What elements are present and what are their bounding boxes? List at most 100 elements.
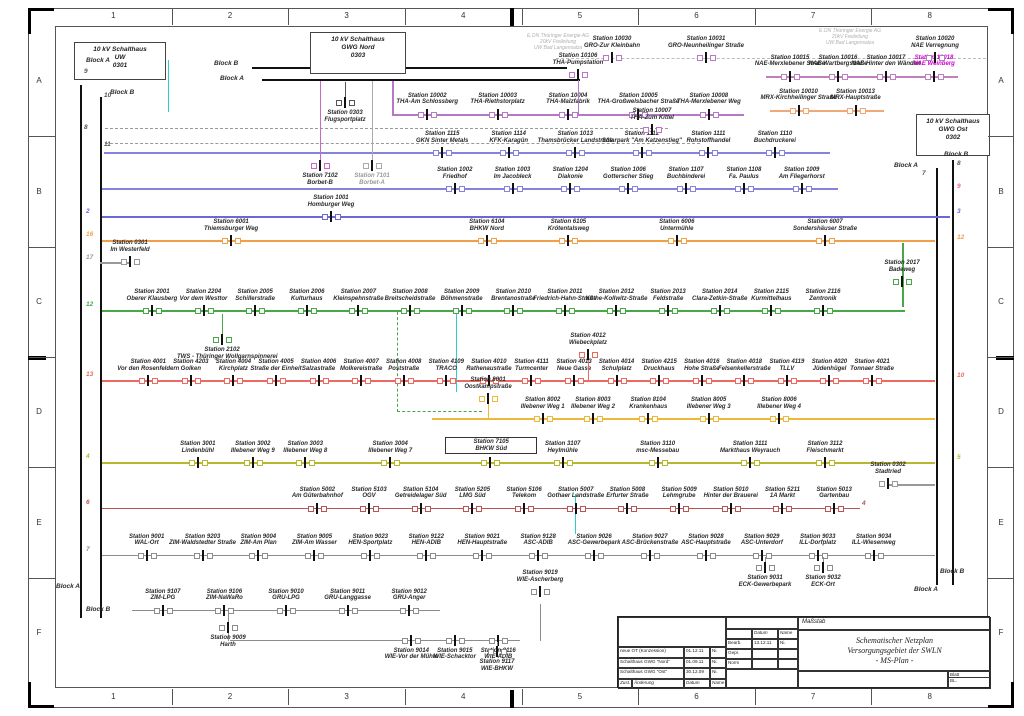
station-9128-busbar-tick bbox=[537, 549, 540, 561]
station-2204-busbar-tick bbox=[202, 304, 205, 316]
grid-row-label-D: D bbox=[998, 407, 1004, 417]
station-9032-switch-icon bbox=[827, 565, 833, 571]
bus-block-label: Block B bbox=[110, 89, 135, 96]
grid-tick bbox=[29, 246, 55, 248]
station-1112-switch-icon bbox=[645, 149, 652, 156]
station-9026-switch-icon bbox=[585, 552, 592, 559]
station-1009-busbar-tick bbox=[800, 182, 803, 194]
station-1204-switch-icon bbox=[574, 185, 581, 192]
station-5104-busbar-tick bbox=[419, 502, 422, 514]
station-5002-switch-icon bbox=[308, 505, 315, 512]
station-9026-switch-icon bbox=[598, 552, 605, 559]
station-1001-switch-icon bbox=[321, 213, 328, 220]
station-10020-switch-icon bbox=[926, 55, 932, 61]
station-9014-switch-icon bbox=[415, 637, 422, 644]
station-2007-switch-icon bbox=[349, 307, 356, 314]
station-10017-busbar-tick bbox=[885, 70, 887, 82]
station-1115-switch-icon bbox=[446, 149, 453, 156]
station-1002-switch-icon bbox=[458, 185, 465, 192]
blatt-label: Blatt bbox=[950, 672, 960, 677]
corner-mark bbox=[28, 8, 31, 34]
station-7101-switch-icon bbox=[363, 163, 369, 169]
station-8005-switch-icon bbox=[712, 415, 719, 422]
station-3112-switch-icon bbox=[816, 459, 823, 466]
station-9117-switch-icon bbox=[488, 649, 494, 655]
approval-role: Bearb. bbox=[726, 639, 752, 649]
feeder-line-gkn bbox=[104, 152, 830, 154]
station-9005-switch-icon bbox=[305, 552, 312, 559]
station-1002-busbar-tick bbox=[453, 182, 456, 194]
station-2017-switch-icon bbox=[893, 279, 899, 285]
station-3004-busbar-tick bbox=[389, 456, 392, 468]
station-4021-switch-icon bbox=[863, 377, 870, 384]
grid-row-label-E: E bbox=[36, 517, 42, 527]
corner-mark bbox=[1011, 682, 1014, 708]
station-4119-switch-icon bbox=[790, 377, 797, 384]
station-2014-busbar-tick bbox=[718, 304, 721, 316]
station-4215-switch-icon bbox=[663, 377, 670, 384]
station-3111-switch-icon bbox=[754, 459, 761, 466]
station-10002-switch-icon bbox=[431, 111, 438, 118]
grid-row-label-F: F bbox=[36, 627, 42, 637]
station-9026-busbar-tick bbox=[593, 549, 596, 561]
feeder-number: 2 bbox=[86, 208, 90, 215]
station-9021-switch-icon bbox=[473, 552, 480, 559]
station-2010-busbar-tick bbox=[512, 304, 515, 316]
station-2102-switch-icon bbox=[213, 337, 219, 343]
station-9033-switch-icon bbox=[808, 552, 815, 559]
station-8104-switch-icon bbox=[639, 415, 646, 422]
station-10018-busbar-tick bbox=[933, 70, 935, 82]
feeder-line-homburger bbox=[102, 216, 950, 218]
station-1006-switch-icon bbox=[619, 185, 626, 192]
station-3107-switch-icon bbox=[553, 459, 560, 466]
corner-mark bbox=[28, 682, 31, 708]
grid-row-label-C: C bbox=[998, 296, 1004, 306]
station-10031-switch-icon bbox=[710, 55, 716, 61]
feeder-number: 9 bbox=[957, 183, 961, 190]
station-4109-switch-icon bbox=[437, 377, 444, 384]
station-4010-switch-icon bbox=[479, 377, 486, 384]
revision-footer-Zust.: Zust. bbox=[618, 679, 632, 689]
station-10018-switch-icon bbox=[925, 73, 931, 80]
station-1107-busbar-tick bbox=[685, 182, 688, 194]
station-4020-switch-icon bbox=[820, 377, 827, 384]
station-5104-switch-icon bbox=[424, 505, 431, 512]
station-3002-switch-icon bbox=[256, 459, 263, 466]
feeder-number: 17 bbox=[86, 254, 94, 261]
right-bus-b bbox=[952, 160, 954, 585]
station-9011-switch-icon bbox=[338, 607, 345, 614]
station-1009-switch-icon bbox=[805, 185, 812, 192]
station-5002-busbar-tick bbox=[316, 502, 319, 514]
station-6006-switch-icon bbox=[667, 237, 674, 244]
station-0303-busbar-tick bbox=[344, 97, 346, 108]
station-10005-switch-icon bbox=[642, 111, 649, 118]
feeder-number: 7 bbox=[922, 170, 926, 177]
approval-date: 13.12.11 bbox=[752, 639, 778, 649]
station-5008-busbar-tick bbox=[626, 502, 629, 514]
station-5013-switch-icon bbox=[838, 505, 845, 512]
station-1114-switch-icon bbox=[499, 149, 506, 156]
station-3003-busbar-tick bbox=[304, 456, 307, 468]
station-5010-switch-icon bbox=[721, 505, 728, 512]
station-3111-switch-icon bbox=[741, 459, 748, 466]
station-5103-busbar-tick bbox=[368, 502, 371, 514]
grid-tick bbox=[988, 246, 1014, 248]
corner-mark bbox=[988, 705, 1014, 708]
station-2006-switch-icon bbox=[297, 307, 304, 314]
